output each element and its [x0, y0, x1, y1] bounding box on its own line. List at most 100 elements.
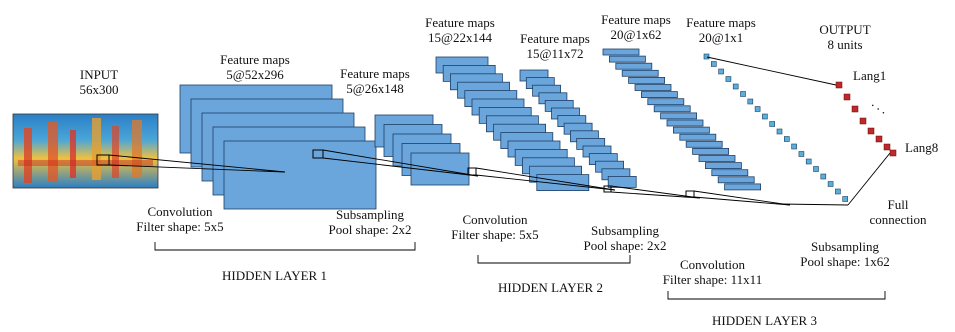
fm6-unit — [769, 121, 776, 127]
pool3-detail: Pool shape: 1x62 — [800, 254, 890, 269]
connection-line — [706, 56, 837, 86]
hidden-layer-1-caption: HIDDEN LAYER 1 — [222, 268, 327, 283]
output-unit — [843, 93, 851, 101]
conv3-detail: Filter shape: 11x11 — [662, 272, 763, 287]
fm6-unit — [740, 91, 746, 97]
fm5-map — [615, 62, 653, 70]
fm5-map — [711, 169, 749, 177]
fm4-stack — [519, 69, 637, 188]
fm3-title: Feature maps — [425, 15, 495, 30]
fm6-unit — [827, 181, 834, 187]
layer-brackets — [154, 242, 886, 300]
hidden-layer-2-caption: HIDDEN LAYER 2 — [498, 280, 603, 295]
fm2-stack — [374, 114, 470, 186]
output-unit — [867, 127, 875, 135]
input-spectrogram — [12, 113, 159, 189]
fm1-title: Feature maps — [220, 52, 290, 67]
output-unit — [889, 149, 897, 157]
fm6-vector — [703, 53, 849, 202]
fm4-title: Feature maps — [520, 31, 590, 46]
fm3-map — [536, 174, 590, 192]
fm6-unit — [820, 173, 827, 180]
output-unit — [883, 143, 891, 151]
fm5-map — [641, 91, 678, 98]
connection-line — [610, 191, 701, 199]
fm6-title: Feature maps — [686, 15, 756, 30]
pool2-name: Subsampling — [591, 223, 659, 238]
fm5-map — [628, 77, 665, 84]
fm6-unit — [805, 158, 812, 165]
fc-label: Full connection — [858, 197, 938, 227]
fm5-title: Feature maps — [601, 12, 671, 27]
fm5-map — [609, 55, 646, 63]
conv3-name: Convolution — [679, 257, 745, 272]
bracket-line — [667, 291, 886, 300]
fm3-label: Feature maps 15@22x144 — [410, 15, 510, 45]
pool2-detail: Pool shape: 2x2 — [583, 238, 667, 253]
fc-name: Full — [887, 197, 909, 212]
fm6-unit — [703, 53, 710, 60]
fm6-unit — [762, 113, 768, 120]
conv1-name: Convolution — [147, 204, 213, 219]
output-unit — [859, 117, 867, 125]
fc-detail: connection — [869, 212, 927, 227]
input-title: INPUT — [79, 67, 119, 82]
connection-line — [108, 164, 286, 173]
connection-line — [108, 154, 286, 173]
hidden-layer-bracket — [154, 242, 416, 251]
output-unit — [851, 105, 859, 113]
conv1-detail: Filter shape: 5x5 — [136, 219, 224, 234]
fm2-label: Feature maps 5@26x148 — [330, 66, 420, 96]
connection-lines — [108, 56, 891, 206]
input-dims: 56x300 — [79, 82, 119, 97]
connection-line — [779, 203, 849, 206]
fm6-unit — [747, 98, 754, 105]
fm6-unit — [798, 151, 805, 157]
conv3-label: Convolution Filter shape: 11x11 — [655, 257, 770, 287]
fm5-map — [653, 105, 691, 113]
conv1-label: Convolution Filter shape: 5x5 — [125, 204, 235, 234]
pool1-detail: Pool shape: 2x2 — [328, 222, 412, 237]
fm5-map — [724, 183, 761, 191]
fm5-map — [666, 119, 704, 127]
pool1-name: Subsampling — [336, 207, 404, 222]
bracket-line — [477, 255, 631, 264]
fm6-unit — [813, 166, 819, 172]
connection-line — [322, 157, 479, 177]
fm5-map — [660, 112, 697, 120]
fm6-unit — [783, 136, 790, 142]
connection-line — [610, 185, 701, 199]
fm6-label: Feature maps 20@1x1 — [676, 15, 766, 45]
fm6-dims: 20@1x1 — [698, 30, 744, 45]
conv2-detail: Filter shape: 5x5 — [451, 227, 539, 242]
lang1-label: Lang1 — [853, 68, 887, 83]
fm5-map — [647, 98, 685, 106]
fm4-label: Feature maps 15@11x72 — [505, 31, 605, 61]
output-unit — [835, 81, 843, 89]
fm5-dims: 20@1x62 — [610, 27, 662, 42]
hidden-layer-bracket — [667, 291, 886, 300]
fm1-stack — [179, 84, 377, 210]
output-dims: 8 units — [827, 37, 863, 52]
fm5-map — [621, 69, 659, 77]
output-units — [835, 81, 897, 157]
receptive-field-box — [312, 149, 324, 159]
fm5-map — [685, 140, 723, 148]
connection-line — [322, 149, 479, 177]
fm5-map — [698, 155, 736, 162]
fm2-title: Feature maps — [340, 66, 410, 81]
conv2-label: Convolution Filter shape: 5x5 — [440, 212, 550, 242]
fm5-map — [717, 176, 755, 184]
fm5-map — [705, 162, 742, 170]
conv2-name: Convolution — [462, 212, 528, 227]
fm5-map — [634, 84, 672, 91]
hidden-layer-bracket — [477, 255, 631, 264]
pool3-label: Subsampling Pool shape: 1x62 — [790, 239, 900, 269]
output-title: OUTPUT — [819, 22, 871, 37]
connection-line — [475, 174, 616, 191]
fm6-unit — [776, 128, 783, 135]
input-label: INPUT 56x300 — [64, 67, 134, 97]
fm3-stack — [435, 56, 590, 192]
fm6-unit — [710, 61, 717, 67]
